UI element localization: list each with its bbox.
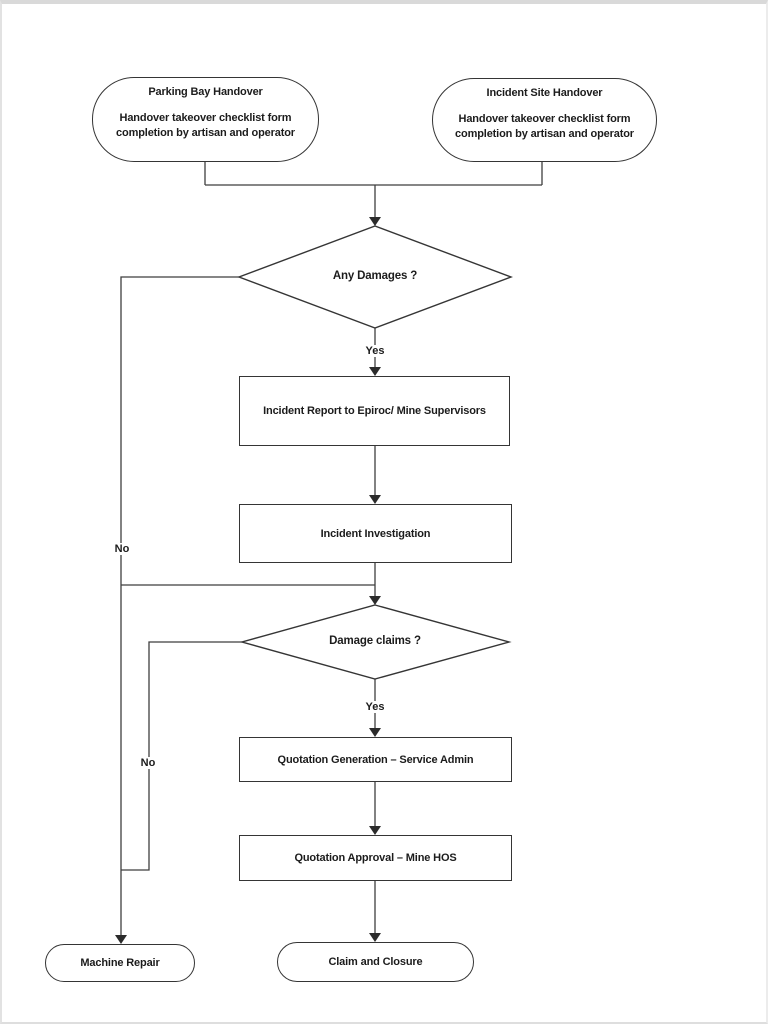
diamond-damage-claims-shape xyxy=(239,604,512,680)
edge-label-damage-claims-yes: Yes xyxy=(362,701,388,713)
node-body-line: Handover takeover checklist form xyxy=(458,113,631,125)
connector-any-damages-no xyxy=(120,276,239,936)
process-incident-report: Incident Report to Epiroc/ Mine Supervis… xyxy=(239,376,510,446)
terminator-machine-repair: Machine Repair xyxy=(45,944,195,982)
node-body-line: completion by artisan and operator xyxy=(455,128,634,140)
connector-damage-claims-no xyxy=(121,641,242,871)
node-body-line: completion by artisan and operator xyxy=(116,127,295,139)
arrowhead-into-damage-claims xyxy=(369,596,381,605)
arrowhead-into-investigation xyxy=(369,495,381,504)
process-quotation-approval: Quotation Approval – Mine HOS xyxy=(239,835,512,881)
node-label: Incident Report to Epiroc/ Mine Supervis… xyxy=(263,405,486,417)
process-incident-investigation: Incident Investigation xyxy=(239,504,512,563)
node-label: Machine Repair xyxy=(80,957,160,969)
node-label: Quotation Generation – Service Admin xyxy=(277,753,474,766)
node-title: Incident Site Handover xyxy=(486,87,603,99)
flow-connectors xyxy=(115,161,543,944)
node-body-line: Handover takeover checklist form xyxy=(119,112,292,124)
arrowhead-into-quotation-generation xyxy=(369,728,381,737)
terminator-claim-and-closure: Claim and Closure xyxy=(277,942,474,982)
connector-investigation-to-claims xyxy=(121,563,376,597)
arrowhead-into-any-damages xyxy=(369,217,381,226)
decision-any-damages-label: Any Damages ? xyxy=(332,270,418,282)
terminator-parking-bay-handover: Parking Bay Handover Handover takeover c… xyxy=(92,77,319,162)
arrowhead-into-claim-closure xyxy=(369,933,381,942)
edge-label-any-damages-yes: Yes xyxy=(362,345,388,357)
arrowhead-into-quotation-approval xyxy=(369,826,381,835)
diamond-any-damages-shape xyxy=(237,225,513,329)
connector-top-merge xyxy=(204,161,543,186)
edge-label-damage-claims-no: No xyxy=(137,757,159,769)
node-label: Quotation Approval – Mine HOS xyxy=(294,852,457,864)
node-title: Parking Bay Handover xyxy=(148,86,263,98)
node-label: Claim and Closure xyxy=(328,956,423,968)
arrowhead-into-incident-report xyxy=(369,367,381,376)
decision-damage-claims-label: Damage claims ? xyxy=(329,635,421,647)
edge-label-any-damages-no: No xyxy=(111,543,133,555)
arrowhead-into-machine-repair xyxy=(115,935,127,944)
terminator-incident-site-handover: Incident Site Handover Handover takeover… xyxy=(432,78,657,162)
process-quotation-generation: Quotation Generation – Service Admin xyxy=(239,737,512,782)
node-label: Incident Investigation xyxy=(320,527,431,540)
